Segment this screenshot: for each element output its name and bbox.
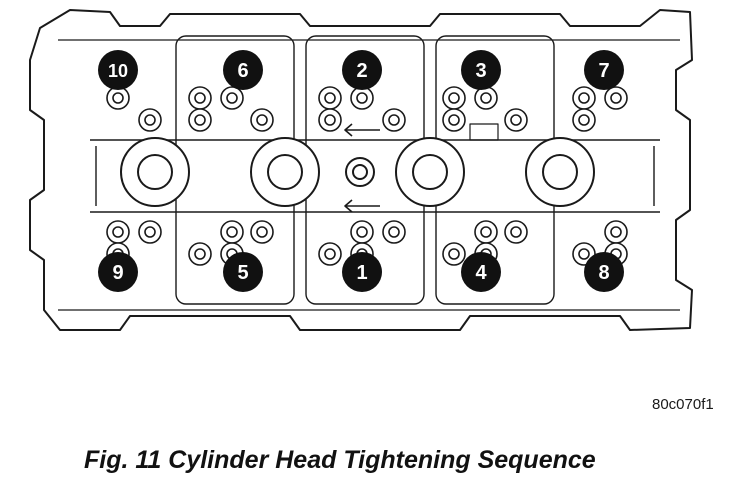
valve-stem: [324, 114, 336, 126]
valve-stem: [194, 248, 206, 260]
cam-bearing-3: [395, 137, 465, 207]
valve-stem: [448, 114, 460, 126]
valve-stem: [510, 114, 522, 126]
figure-caption: Fig. 11 Cylinder Head Tightening Sequenc…: [84, 446, 596, 474]
valve-stem: [578, 248, 590, 260]
valve-stem: [480, 92, 492, 104]
valve-stem: [388, 226, 400, 238]
valve-stem: [226, 226, 238, 238]
valve-stem: [578, 92, 590, 104]
bolt-badge-9: 9: [98, 252, 138, 292]
bolt-badge-circle: [98, 50, 138, 90]
valve-stem: [448, 92, 460, 104]
bolt-badge-7: 7: [584, 50, 624, 90]
bolt-badge-circle: [461, 252, 501, 292]
bolt-badge-label: 8: [598, 262, 609, 284]
valve-stem: [324, 92, 336, 104]
spark-plug-well: [345, 157, 375, 187]
bolt-badge-circle: [98, 252, 138, 292]
valve-stem: [480, 226, 492, 238]
valve-stem: [356, 92, 368, 104]
cam-bearing-4: [525, 137, 595, 207]
bolt-badge-4: 4: [461, 252, 501, 292]
bolt-badge-circle: [584, 252, 624, 292]
valve-stem: [578, 114, 590, 126]
bolt-badge-label: 4: [475, 262, 487, 284]
bolt-badge-label: 2: [356, 60, 367, 82]
bolt-badge-10: 10: [98, 50, 138, 90]
bolt-badge-circle: [342, 252, 382, 292]
valve-stem: [448, 248, 460, 260]
valve-stem: [610, 92, 622, 104]
valve-stem: [256, 226, 268, 238]
bolt-badge-label: 7: [598, 60, 609, 82]
bolt-badge-label: 10: [108, 61, 128, 81]
bolt-badge-5: 5: [223, 252, 263, 292]
reference-code: 80c070f1: [652, 396, 714, 413]
bolt-sequence-badges: 10 6 2 3 7 9 5 1 4 8: [98, 50, 624, 292]
bolt-badge-1: 1: [342, 252, 382, 292]
bolt-badge-label: 6: [237, 60, 248, 82]
bolt-badge-circle: [223, 50, 263, 90]
bolt-badge-label: 9: [112, 262, 123, 284]
valve-stem: [112, 226, 124, 238]
valve-stem: [510, 226, 522, 238]
valve-stem: [610, 226, 622, 238]
bolt-badge-3: 3: [461, 50, 501, 90]
valve-stem: [388, 114, 400, 126]
bolt-badge-8: 8: [584, 252, 624, 292]
valve-stem: [112, 92, 124, 104]
bolt-badge-label: 1: [356, 262, 367, 284]
bolt-badge-2: 2: [342, 50, 382, 90]
bolt-badge-label: 5: [237, 262, 248, 284]
bolt-badge-circle: [342, 50, 382, 90]
cam-bearing-2: [250, 137, 320, 207]
bolt-badge-circle: [223, 252, 263, 292]
valve-stem: [194, 92, 206, 104]
valve-stem: [256, 114, 268, 126]
bolt-badge-circle: [461, 50, 501, 90]
head-outline: [29, 9, 693, 331]
valve-stem: [144, 114, 156, 126]
valve-stem: [194, 114, 206, 126]
valve-stem: [324, 248, 336, 260]
bolt-badge-label: 3: [475, 60, 486, 82]
valve-stem: [226, 92, 238, 104]
bolt-badge-6: 6: [223, 50, 263, 90]
bolt-badge-circle: [584, 50, 624, 90]
valve-stem: [356, 226, 368, 238]
cam-bearing-1: [120, 137, 190, 207]
valve-stem: [144, 226, 156, 238]
